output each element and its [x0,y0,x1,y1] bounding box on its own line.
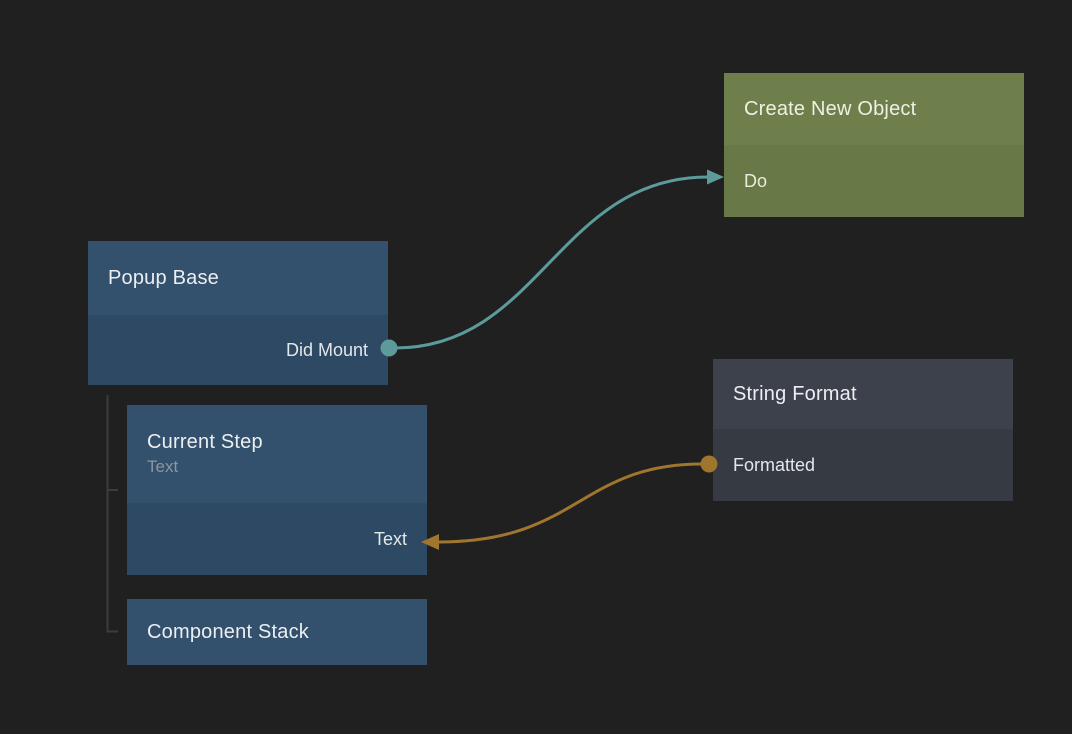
exec-wire-arrowhead-icon [707,169,724,185]
node-title: Component Stack [147,620,309,643]
exec-wire[interactable] [394,175,709,350]
port-row-text[interactable]: Text [127,503,427,575]
port-row-did-mount[interactable]: Did Mount [88,315,388,385]
hierarchy-tree-line [106,395,118,633]
port-label-do: Do [744,170,768,191]
port-label-formatted: Formatted [733,454,816,475]
port-row-formatted[interactable]: Formatted [713,429,1013,501]
node-title: Current Step [147,431,263,453]
port-label-text: Text [373,528,407,549]
node-title: Create New Object [744,97,917,120]
port-label-did-mount: Did Mount [285,339,368,360]
node-header[interactable]: Create New Object [724,73,1024,145]
node-header[interactable]: Popup Base [88,241,388,315]
node-title: String Format [733,382,857,405]
node-header[interactable]: String Format [713,359,1013,429]
node-popup-base[interactable]: Popup Base Did Mount [88,241,388,385]
node-subtitle: Text [147,457,179,476]
node-create-new-object[interactable]: Create New Object Do [724,73,1024,217]
node-current-step[interactable]: Current Step Text Text [127,405,427,575]
node-header[interactable]: Current Step Text [127,405,427,503]
node-component-stack[interactable]: Component Stack [127,599,427,665]
node-header[interactable]: Component Stack [127,599,427,665]
node-title: Popup Base [108,266,219,289]
node-string-format[interactable]: String Format Formatted [713,359,1013,501]
port-row-do[interactable]: Do [724,145,1024,217]
data-wire[interactable] [438,462,703,544]
